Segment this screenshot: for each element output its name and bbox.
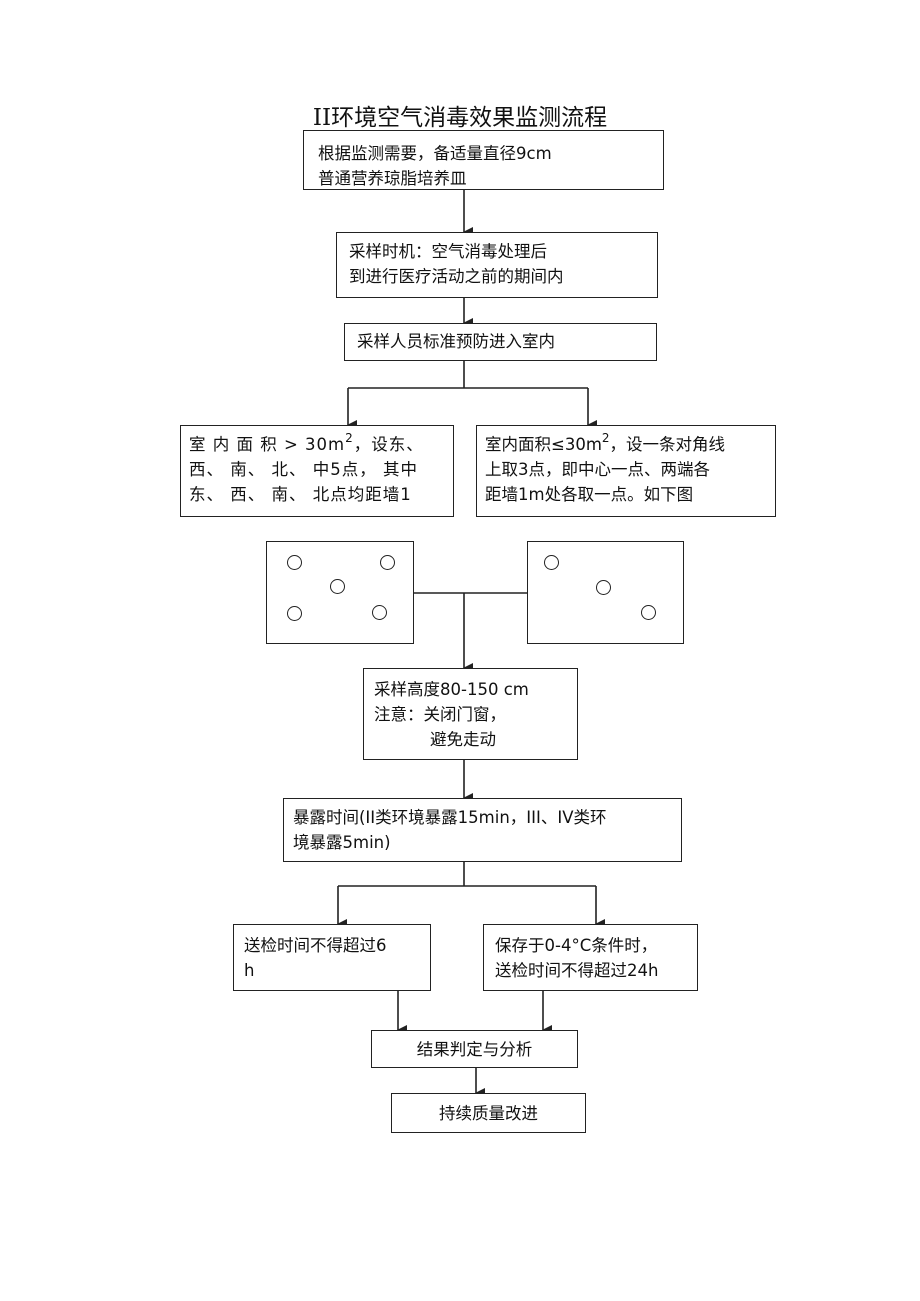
small-room-line-3: 距墙1m处各取一点。如下图 xyxy=(485,485,694,504)
large-room-line-1b: ，设东、 xyxy=(353,435,424,454)
sample-point xyxy=(287,555,302,570)
large-room-superscript: 2 xyxy=(345,431,354,445)
step-sampling-timing: 采样时机：空气消毒处理后 到进行医疗活动之前的期间内 xyxy=(336,232,658,298)
small-room-line-1: 室内面积≤30m2，设一条对角线 xyxy=(485,432,775,457)
small-room-line-1b: ，设一条对角线 xyxy=(609,435,726,454)
send-24h-line-2: 送检时间不得超过24h xyxy=(495,961,659,980)
sample-point xyxy=(641,605,656,620)
height-line-2: 注意：关闭门窗， xyxy=(374,705,506,724)
small-room-line-2: 上取3点，即中心一点、两端各 xyxy=(485,460,710,479)
step-prepare-dishes: 根据监测需要，备适量直径9cm 普通营养琼脂培养皿 xyxy=(303,130,664,190)
sample-point xyxy=(372,605,387,620)
prepare-line-1: 根据监测需要，备适量直径9cm xyxy=(318,144,552,163)
sample-point xyxy=(380,555,395,570)
prepare-line-2: 普通营养琼脂培养皿 xyxy=(318,169,467,188)
large-room-line-1: 室 内 面 积 > 30m2，设东、 xyxy=(189,432,453,457)
step-result-analysis: 结果判定与分析 xyxy=(371,1030,578,1068)
step-standard-protection: 采样人员标准预防进入室内 xyxy=(344,323,657,361)
timing-line-2: 到进行医疗活动之前的期间内 xyxy=(349,267,564,286)
large-room-line-3: 东、 西、 南、 北点均距墙1 xyxy=(189,485,412,504)
step-small-room: 室内面积≤30m2，设一条对角线 上取3点，即中心一点、两端各 距墙1m处各取一… xyxy=(476,425,776,517)
large-room-line-2: 西、 南、 北、 中5点， 其中 xyxy=(189,460,418,479)
step-exposure-time: 暴露时间(II类环境暴露15min，III、IV类环 境暴露5min) xyxy=(283,798,682,862)
send-24h-line-1: 保存于0-4°C条件时， xyxy=(495,936,658,955)
five-point-layout xyxy=(266,541,414,644)
step-send-within-6h: 送检时间不得超过6 h xyxy=(233,924,431,991)
send-6h-line-1: 送检时间不得超过6 xyxy=(244,936,387,955)
step-sampling-height: 采样高度80-150 cm 注意：关闭门窗， 避免走动 xyxy=(363,668,578,760)
small-room-line-1a: 室内面积≤30m xyxy=(485,435,602,454)
analysis-text: 结果判定与分析 xyxy=(416,1040,533,1059)
sample-point xyxy=(287,606,302,621)
step-quality-improvement: 持续质量改进 xyxy=(391,1093,586,1133)
sample-point xyxy=(544,555,559,570)
step-send-within-24h: 保存于0-4°C条件时， 送检时间不得超过24h xyxy=(483,924,698,991)
timing-line-1: 采样时机：空气消毒处理后 xyxy=(349,242,547,261)
exposure-line-1: 暴露时间(II类环境暴露15min，III、IV类环 xyxy=(293,808,607,827)
height-line-1: 采样高度80-150 cm xyxy=(374,680,529,699)
large-room-line-1a: 室 内 面 积 > 30m xyxy=(189,435,346,454)
diagram-title: II环境空气消毒效果监测流程 xyxy=(312,105,608,131)
height-line-3: 避免走动 xyxy=(430,730,496,749)
improve-text: 持续质量改进 xyxy=(439,1104,538,1123)
exposure-line-2: 境暴露5min) xyxy=(293,833,391,852)
sample-point xyxy=(330,579,345,594)
protection-text: 采样人员标准预防进入室内 xyxy=(357,332,555,351)
step-large-room: 室 内 面 积 > 30m2，设东、 西、 南、 北、 中5点， 其中 东、 西… xyxy=(180,425,454,517)
send-6h-line-2: h xyxy=(244,961,255,980)
sample-point xyxy=(596,580,611,595)
small-room-superscript: 2 xyxy=(601,431,610,445)
three-point-layout xyxy=(527,541,684,644)
